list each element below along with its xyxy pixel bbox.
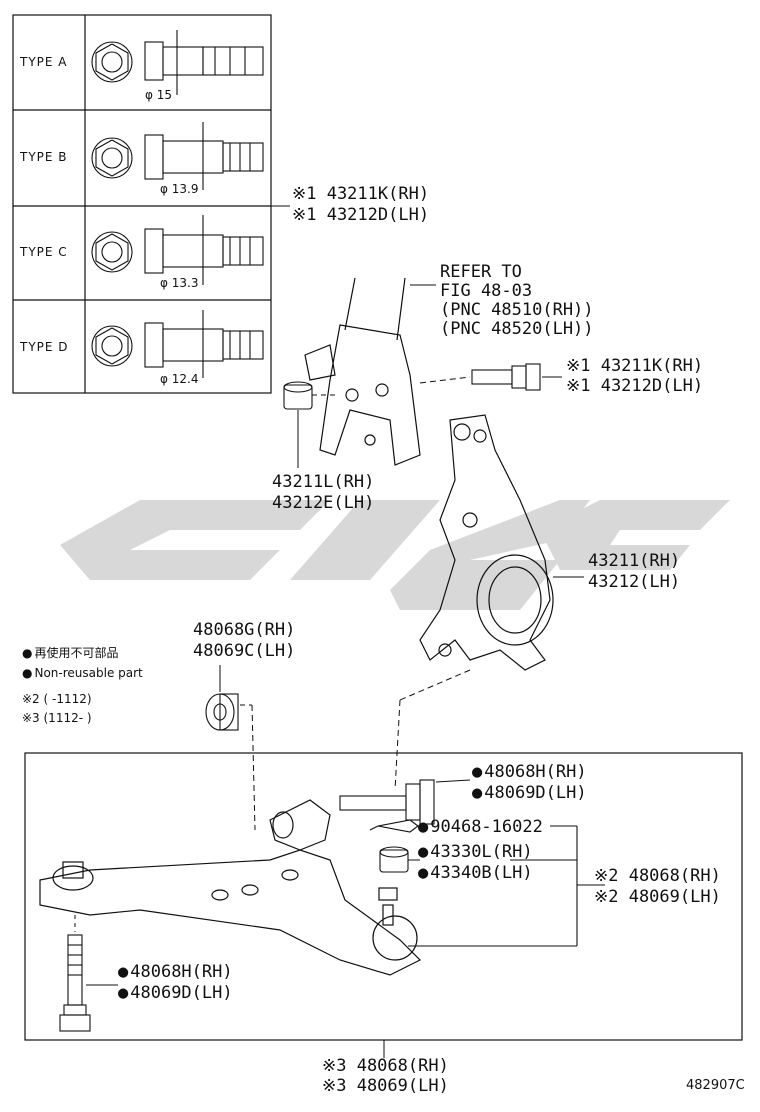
legend-note-3: ※3 (1112- ) (22, 711, 92, 725)
strut-bolt-lh-label: ※1 43212D(LH) (566, 376, 704, 396)
nut-rh-label: 43211L(RH) (272, 472, 375, 492)
arm-bolt-icon (339, 779, 435, 825)
type-a-diameter: φ 15 (145, 88, 172, 102)
lower-bolt-icon (59, 934, 91, 1032)
lower-arm-icon (39, 799, 422, 976)
bolt-type-table (12, 14, 272, 394)
strut-bolt-rh-label: ※1 43211K(RH) (566, 356, 704, 376)
refer-line-4: (PNC 48520(LH)) (440, 319, 594, 339)
type-d-label: TYPE D (20, 340, 69, 354)
cotter-pin-icon (369, 819, 419, 833)
bushing-lh-label: 48069C(LH) (193, 641, 296, 661)
bushing-rh-label: 48068G(RH) (193, 620, 296, 640)
type-c-label: TYPE C (20, 245, 68, 259)
arm-lh-label: ※2 48069(LH) (594, 887, 721, 907)
castle-nut-rh-label: 43330L(RH) (418, 842, 532, 862)
refer-line-3: (PNC 48510(RH)) (440, 300, 594, 320)
legend-jp: 再使用不可部品 (22, 646, 118, 661)
type-b-label: TYPE B (20, 150, 68, 164)
legend-note-2: ※2 ( -1112) (22, 692, 92, 706)
assy-lh-label: ※3 48069(LH) (322, 1076, 449, 1096)
bolt-type-lh-label: ※1 43212D(LH) (292, 205, 430, 225)
bolt-type-b-icon (91, 122, 264, 190)
strut-bolt-icon (471, 363, 541, 391)
strut-icon (304, 277, 421, 466)
castle-nut-lh-label: 43340B(LH) (418, 863, 532, 883)
knuckle-lh-label: 43212(LH) (588, 572, 681, 592)
lower-bolt-lh-label: 48069D(LH) (118, 983, 232, 1003)
bushing-icon (205, 693, 239, 731)
refer-line-1: REFER TO (440, 262, 522, 282)
bolt-type-a-icon (91, 30, 264, 95)
bolt-type-d-icon (91, 310, 264, 378)
castle-nut-icon (379, 846, 409, 873)
steering-knuckle-icon (419, 414, 554, 671)
type-d-diameter: φ 12.4 (160, 372, 199, 386)
type-a-label: TYPE A (20, 55, 68, 69)
type-c-diameter: φ 13.3 (160, 276, 199, 290)
strut-nut-icon (283, 381, 313, 410)
bolt-type-c-icon (91, 215, 264, 285)
assy-rh-label: ※3 48068(RH) (322, 1056, 449, 1076)
cotter-pin-label: 90468-16022 (418, 817, 543, 837)
lower-bolt-rh-label: 48068H(RH) (118, 962, 232, 982)
knuckle-rh-label: 43211(RH) (588, 551, 681, 571)
type-b-diameter: φ 13.9 (160, 182, 199, 196)
watermark-logo (60, 500, 730, 610)
arm-bolt-lh-label: 48069D(LH) (472, 783, 586, 803)
nut-lh-label: 43212E(LH) (272, 493, 375, 513)
refer-line-2: FIG 48-03 (440, 281, 533, 301)
arm-bolt-rh-label: 48068H(RH) (472, 762, 586, 782)
legend-en: Non-reusable part (22, 666, 142, 681)
arm-rh-label: ※2 48068(RH) (594, 866, 721, 886)
bolt-type-rh-label: ※1 43211K(RH) (292, 184, 430, 204)
diagram-code: 482907C (686, 1078, 745, 1093)
